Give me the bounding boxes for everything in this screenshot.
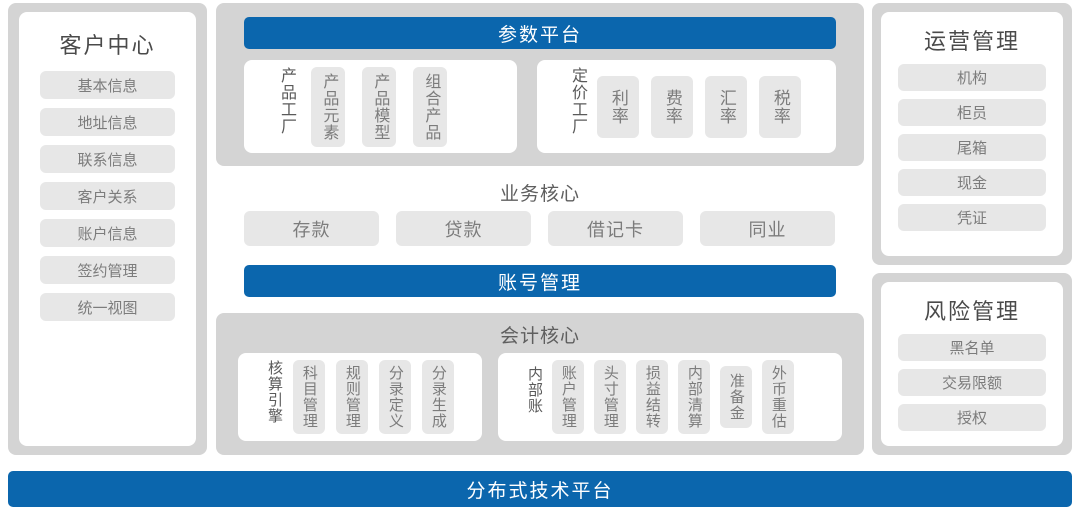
profit-loss-carryover-chip[interactable]: 损益结转 bbox=[636, 360, 668, 434]
sidebar-item-unified-view[interactable]: 统一视图 bbox=[40, 293, 175, 321]
pricing-factory-anchor: 定价工厂 bbox=[569, 66, 586, 135]
internal-clearing-chip[interactable]: 内部清算 bbox=[678, 360, 710, 434]
transaction-limit-chip[interactable]: 交易限额 bbox=[898, 369, 1046, 396]
accounting-engine-anchor: 核算引擎 bbox=[266, 360, 283, 424]
sidebar-item-account-info[interactable]: 账户信息 bbox=[40, 219, 175, 247]
management-column: 运营管理 机构 柜员 尾箱 现金 凭证 风险管理 黑名单 交易限额 授权 bbox=[872, 3, 1072, 455]
product-factory-card: 产品工厂 产品元素 产品模型 组合产品 bbox=[244, 60, 517, 153]
business-core-list: 存款 贷款 借记卡 同业 bbox=[244, 211, 836, 246]
voucher-chip[interactable]: 凭证 bbox=[898, 204, 1046, 231]
risk-management-list: 黑名单 交易限额 授权 bbox=[881, 334, 1063, 431]
cash-chip[interactable]: 现金 bbox=[898, 169, 1046, 196]
reserve-fund-chip[interactable]: 准备金 bbox=[720, 366, 752, 428]
customer-center-card: 客户中心 基本信息 地址信息 联系信息 客户关系 账户信息 签约管理 统一视图 bbox=[19, 12, 196, 446]
risk-management-card: 风险管理 黑名单 交易限额 授权 bbox=[881, 282, 1063, 446]
risk-management-title: 风险管理 bbox=[923, 299, 1020, 324]
accounting-core-title: 会计核心 bbox=[499, 326, 580, 347]
customer-center-panel: 客户中心 基本信息 地址信息 联系信息 客户关系 账户信息 签约管理 统一视图 bbox=[8, 3, 207, 455]
sidebar-item-contact-info[interactable]: 联系信息 bbox=[40, 145, 175, 173]
operations-management-title: 运营管理 bbox=[923, 29, 1020, 54]
accounting-engine-card: 核算引擎 科目管理 规则管理 分录定义 分录生成 bbox=[238, 353, 482, 441]
customer-center-title: 客户中心 bbox=[59, 33, 156, 58]
sidebar-item-customer-relation[interactable]: 客户关系 bbox=[40, 182, 175, 210]
composite-product-chip[interactable]: 组合产品 bbox=[413, 66, 447, 147]
foreign-currency-revaluation-chip[interactable]: 外币重估 bbox=[762, 360, 794, 434]
tax-rate-chip[interactable]: 税率 bbox=[759, 75, 801, 138]
sidebar-item-basic-info[interactable]: 基本信息 bbox=[40, 71, 175, 99]
internal-account-card: 内部账 账户管理 头寸管理 损益结转 内部清算 准备金 外币重估 bbox=[498, 353, 842, 441]
core-column: 参数平台 产品工厂 产品元素 产品模型 组合产品 定价工厂 利率 费率 汇率 税… bbox=[216, 3, 864, 455]
debit-card-chip[interactable]: 借记卡 bbox=[548, 211, 683, 246]
operations-management-card: 运营管理 机构 柜员 尾箱 现金 凭证 bbox=[881, 12, 1063, 256]
account-management-bar[interactable]: 账号管理 bbox=[244, 265, 836, 297]
entry-generation-chip[interactable]: 分录生成 bbox=[422, 360, 454, 434]
pricing-factory-card: 定价工厂 利率 费率 汇率 税率 bbox=[537, 60, 836, 153]
entry-definition-chip[interactable]: 分录定义 bbox=[379, 360, 411, 434]
interest-rate-chip[interactable]: 利率 bbox=[597, 75, 639, 138]
distributed-tech-platform-bar[interactable]: 分布式技术平台 bbox=[8, 471, 1072, 507]
cash-box-chip[interactable]: 尾箱 bbox=[898, 134, 1046, 161]
sidebar-item-address-info[interactable]: 地址信息 bbox=[40, 108, 175, 136]
accounting-core-panel: 会计核心 核算引擎 科目管理 规则管理 分录定义 分录生成 内部账 账户管理 头… bbox=[216, 313, 864, 455]
operations-management-list: 机构 柜员 尾箱 现金 凭证 bbox=[881, 64, 1063, 231]
rule-management-chip[interactable]: 规则管理 bbox=[336, 360, 368, 434]
risk-management-panel: 风险管理 黑名单 交易限额 授权 bbox=[872, 273, 1072, 455]
institution-chip[interactable]: 机构 bbox=[898, 64, 1046, 91]
customer-center-list: 基本信息 地址信息 联系信息 客户关系 账户信息 签约管理 统一视图 bbox=[19, 71, 196, 321]
params-platform-header[interactable]: 参数平台 bbox=[244, 17, 836, 49]
blacklist-chip[interactable]: 黑名单 bbox=[898, 334, 1046, 361]
fee-rate-chip[interactable]: 费率 bbox=[651, 75, 693, 138]
internal-account-anchor: 内部账 bbox=[526, 366, 543, 414]
sidebar-item-contract-mgmt[interactable]: 签约管理 bbox=[40, 256, 175, 284]
accounting-core-groups: 核算引擎 科目管理 规则管理 分录定义 分录生成 内部账 账户管理 头寸管理 损… bbox=[238, 353, 842, 441]
product-factory-anchor: 产品工厂 bbox=[278, 66, 295, 135]
product-model-chip[interactable]: 产品模型 bbox=[362, 66, 396, 147]
deposit-chip[interactable]: 存款 bbox=[244, 211, 379, 246]
interbank-chip[interactable]: 同业 bbox=[700, 211, 835, 246]
business-core-title: 业务核心 bbox=[499, 184, 580, 205]
account-management-chip[interactable]: 账户管理 bbox=[552, 360, 584, 434]
params-platform-panel: 参数平台 产品工厂 产品元素 产品模型 组合产品 定价工厂 利率 费率 汇率 税… bbox=[216, 3, 864, 166]
subject-management-chip[interactable]: 科目管理 bbox=[293, 360, 325, 434]
position-management-chip[interactable]: 头寸管理 bbox=[594, 360, 626, 434]
operations-management-panel: 运营管理 机构 柜员 尾箱 现金 凭证 bbox=[872, 3, 1072, 265]
exchange-rate-chip[interactable]: 汇率 bbox=[705, 75, 747, 138]
loan-chip[interactable]: 贷款 bbox=[396, 211, 531, 246]
authorization-chip[interactable]: 授权 bbox=[898, 404, 1046, 431]
teller-chip[interactable]: 柜员 bbox=[898, 99, 1046, 126]
product-element-chip[interactable]: 产品元素 bbox=[311, 66, 345, 147]
params-platform-groups: 产品工厂 产品元素 产品模型 组合产品 定价工厂 利率 费率 汇率 税率 bbox=[244, 60, 836, 153]
